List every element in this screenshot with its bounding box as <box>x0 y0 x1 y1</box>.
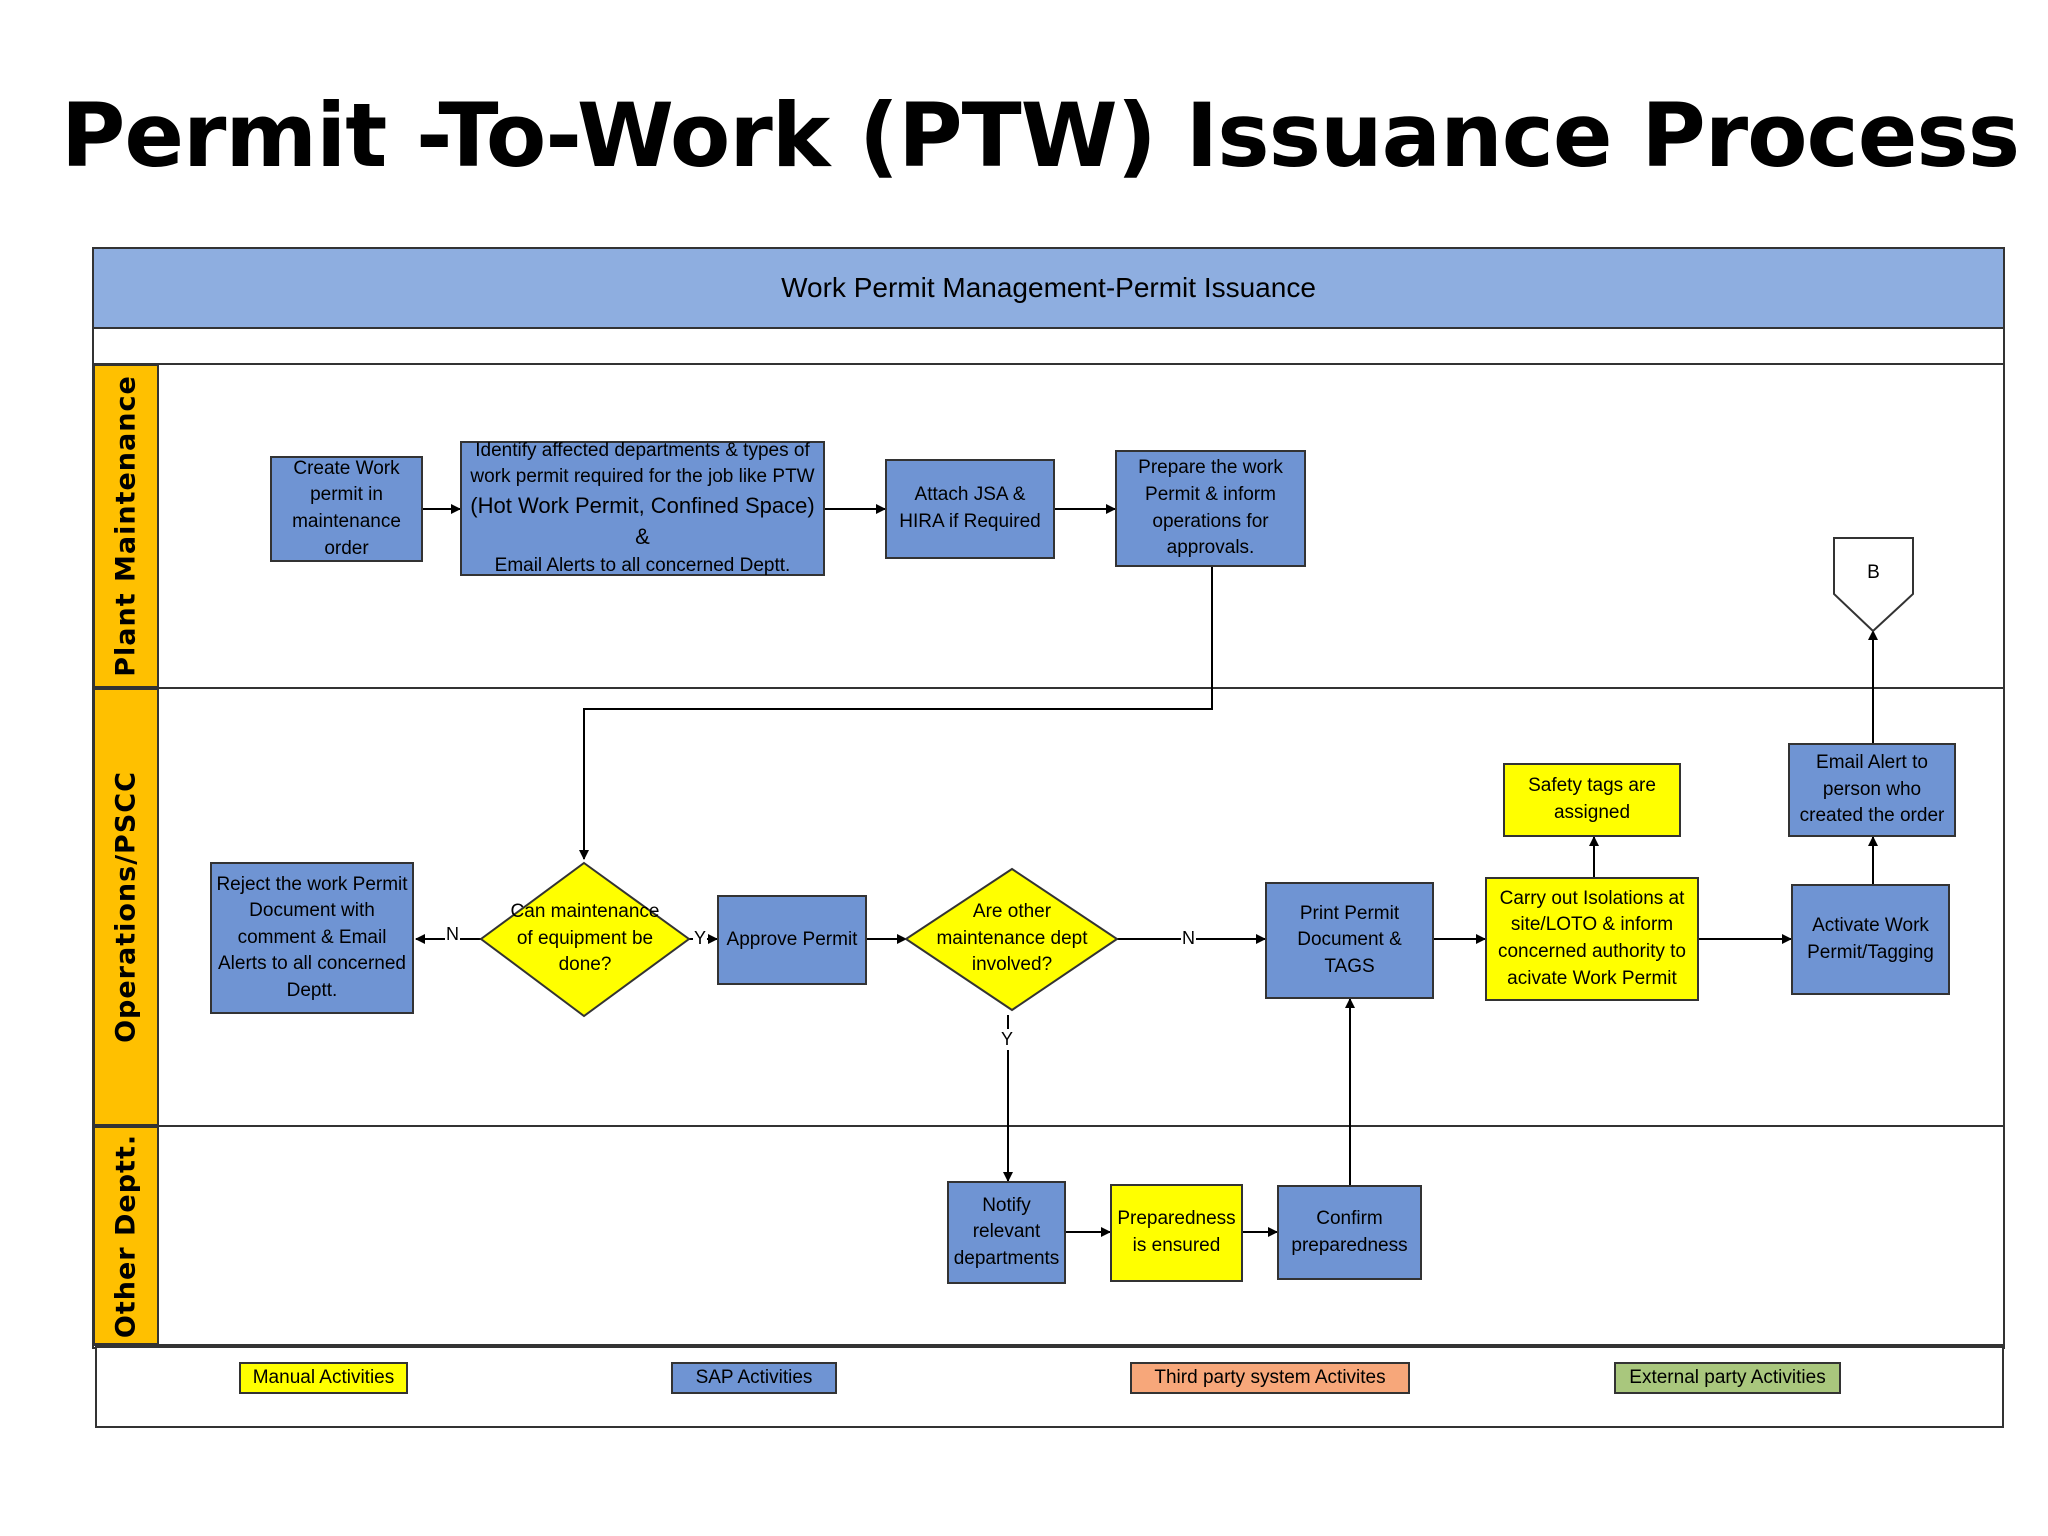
decision-maintenance-text: Can maintenance of equipment be done? <box>510 901 660 976</box>
decision-other-dept-text: Are other maintenance dept involved? <box>936 901 1088 976</box>
lane-operations: Operations/PSCC <box>93 688 159 1126</box>
branch-label-no-reject: N <box>445 924 460 945</box>
step-attach-jsa: Attach JSA & HIRA if Required <box>885 459 1055 559</box>
step-identify-departments: Identify affected departments & types of… <box>460 439 825 576</box>
connector-b-label: B <box>1867 561 1880 583</box>
branch-label-yes-notify: Y <box>1000 1029 1015 1050</box>
legend-sap-activities: SAP Activities <box>671 1362 837 1394</box>
legend-third-party-activities: Third party system Activites <box>1130 1362 1410 1394</box>
step-preparedness-ensured: Preparedness is ensured <box>1110 1184 1243 1282</box>
lane-label-plant-maintenance: Plant Maintenance <box>110 375 142 677</box>
diagram-header: Work Permit Management-Permit Issuance <box>781 272 1316 304</box>
step-notify-departments: Notify relevant departments <box>947 1181 1066 1284</box>
step-identify-text-1: Identify affected departments & types of… <box>470 439 815 488</box>
page-title: Permit -To-Work (PTW) Issuance Process <box>60 84 2020 187</box>
step-approve-permit: Approve Permit <box>717 895 867 985</box>
legend-external-party-activities: External party Activities <box>1614 1362 1841 1394</box>
step-identify-text-2: (Hot Work Permit, Confined Space) & <box>470 493 815 549</box>
step-email-alert: Email Alert to person who created the or… <box>1788 743 1956 837</box>
lane-other-dept: Other Deptt. <box>93 1126 159 1345</box>
lane-label-other-dept: Other Deptt. <box>110 1133 142 1338</box>
step-create-work-permit: Create Work permit in maintenance order <box>270 456 423 562</box>
branch-label-no-print: N <box>1181 928 1196 949</box>
decision-maintenance-diamond <box>479 861 691 1018</box>
step-prepare-permit: Prepare the work Permit & inform operati… <box>1115 450 1306 567</box>
step-print-permit: Print Permit Document & TAGS <box>1265 882 1434 999</box>
header-band <box>92 247 2005 329</box>
legend-manual-activities: Manual Activities <box>239 1362 408 1394</box>
step-activate-permit: Activate Work Permit/Tagging <box>1791 884 1950 995</box>
step-reject-permit: Reject the work Permit Document with com… <box>210 862 414 1014</box>
step-carry-out-isolations: Carry out Isolations at site/LOTO & info… <box>1485 877 1699 1001</box>
decision-other-dept-diamond <box>904 867 1119 1012</box>
step-identify-text-3: Email Alerts to all concerned Deptt. <box>494 554 791 576</box>
lane-plant-maintenance: Plant Maintenance <box>93 364 159 688</box>
branch-label-yes-approve: Y <box>693 928 708 949</box>
step-safety-tags: Safety tags are assigned <box>1503 763 1681 837</box>
offpage-connector-b <box>1833 537 1914 633</box>
lane-label-operations: Operations/PSCC <box>110 771 142 1043</box>
step-confirm-preparedness: Confirm preparedness <box>1277 1185 1422 1280</box>
